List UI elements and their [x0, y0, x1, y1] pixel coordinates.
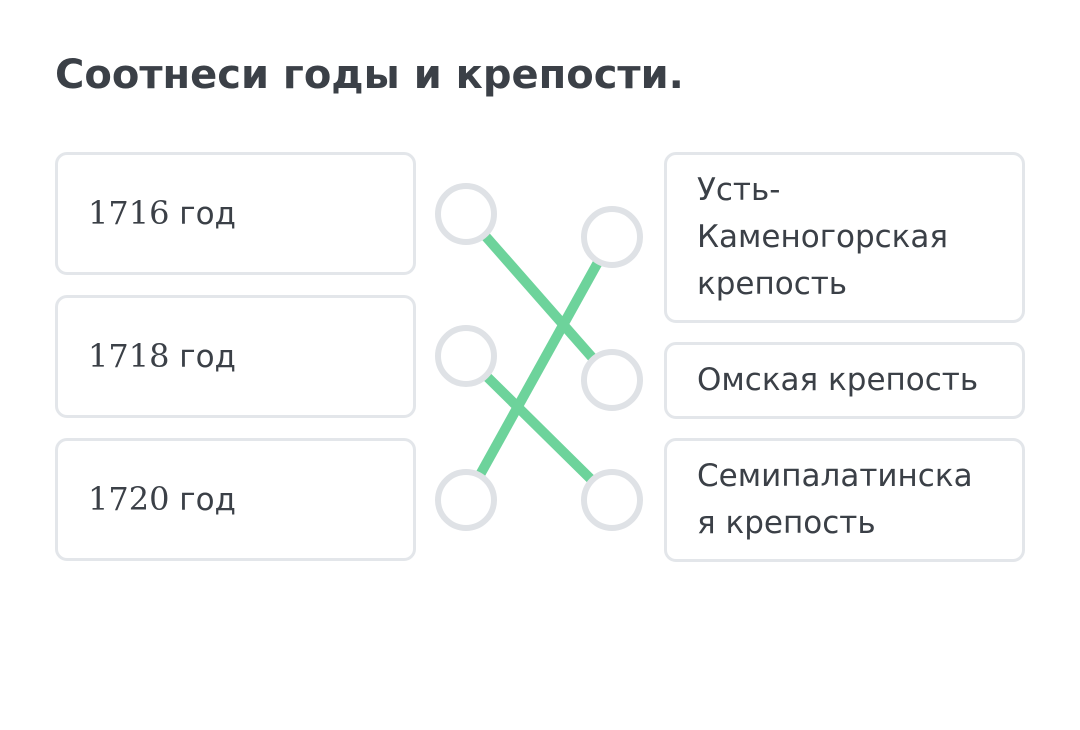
year-card-label: 1716 год: [88, 193, 236, 232]
year-card-label: 1720 год: [88, 479, 236, 518]
year-card-label: 1718 год: [88, 336, 236, 375]
match-line-1716-omsk: [462, 210, 616, 384]
match-line-1718-semipalatinsk: [462, 352, 616, 504]
fortress-card-semipalatinsk[interactable]: Семипалатинска я крепость: [664, 438, 1025, 562]
fortress-card-label: Усть- Каменогорская крепость: [697, 172, 949, 302]
left-node-1720[interactable]: [435, 469, 497, 531]
year-card-1716[interactable]: 1716 год: [55, 152, 416, 275]
fortress-card-ust-kamenogorsk[interactable]: Усть- Каменогорская крепость: [664, 152, 1025, 323]
fortress-card-omsk[interactable]: Омская крепость: [664, 342, 1025, 419]
right-node-semipalatinsk[interactable]: [581, 469, 643, 531]
year-card-1720[interactable]: 1720 год: [55, 438, 416, 561]
left-node-1716[interactable]: [435, 183, 497, 245]
fortress-card-label: Семипалатинска я крепость: [697, 458, 973, 541]
fortress-card-label: Омская крепость: [697, 362, 979, 398]
right-node-ust-kamenogorsk[interactable]: [581, 206, 643, 268]
match-line-1720-ust-kamenogorsk: [461, 234, 617, 503]
page-title: Соотнеси годы и крепости.: [55, 52, 684, 98]
year-card-1718[interactable]: 1718 год: [55, 295, 416, 418]
right-node-omsk[interactable]: [581, 349, 643, 411]
left-node-1718[interactable]: [435, 325, 497, 387]
